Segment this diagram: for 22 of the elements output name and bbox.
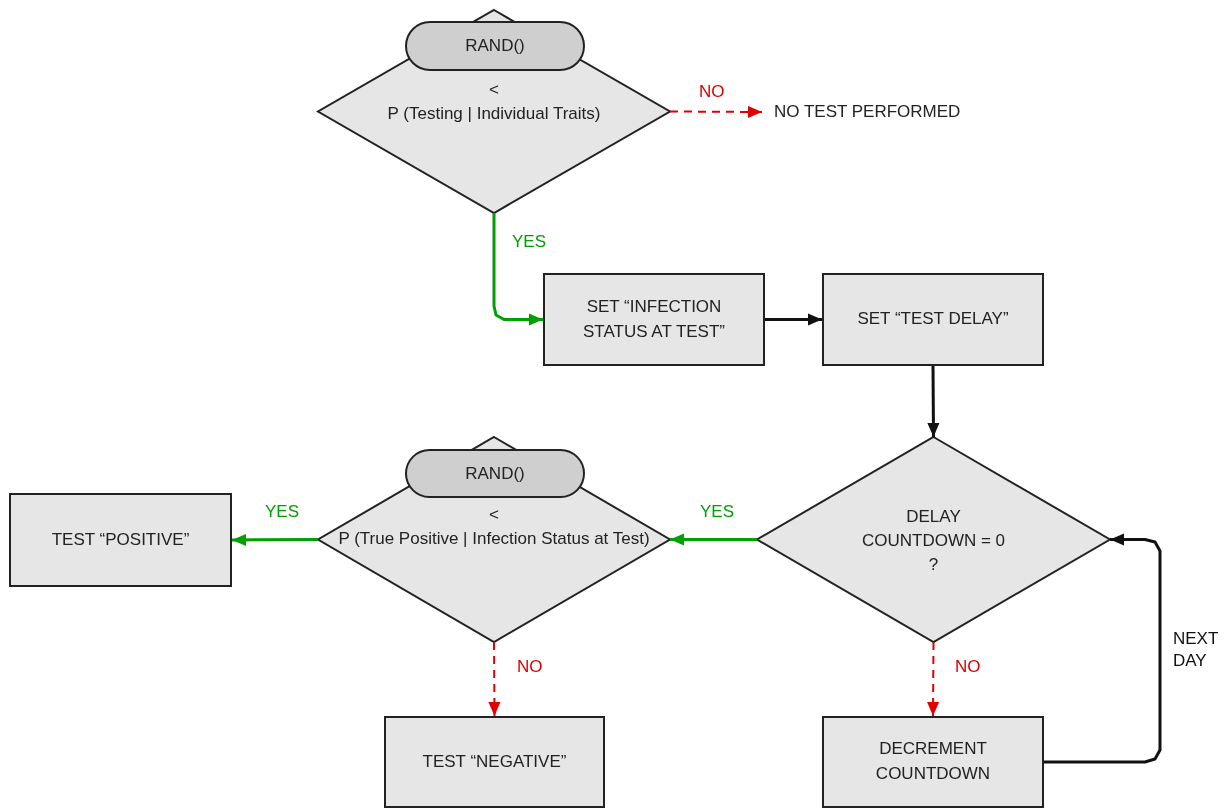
arrow: [927, 366, 940, 437]
condition-text: P (True Positive | Infection Status at Test): [337, 527, 651, 550]
arrow: [765, 313, 822, 326]
terminator-pill: RAND(): [405, 21, 585, 71]
condition-text: <: [488, 79, 500, 101]
arrow: [670, 533, 757, 546]
arrow: [492, 213, 543, 326]
process-box: DECREMENT COUNTDOWN: [822, 716, 1044, 808]
condition-text: P (Testing | Individual Traits): [386, 102, 602, 125]
arrow: [669, 105, 763, 118]
condition-text: DELAY COUNTDOWN = 0 ?: [860, 506, 1007, 576]
process-box: SET “INFECTION STATUS AT TEST”: [543, 273, 765, 366]
process-box: SET “TEST DELAY”: [822, 273, 1044, 366]
arrow: [927, 641, 940, 717]
process-box: TEST “NEGATIVE”: [384, 716, 605, 808]
outcome-text: NO TEST PERFORMED: [774, 100, 994, 124]
arrow: [488, 641, 501, 717]
arrow: [1044, 533, 1162, 764]
terminator-pill: RAND(): [405, 449, 585, 498]
process-box: TEST “POSITIVE”: [9, 493, 232, 587]
condition-text: <: [488, 504, 500, 526]
arrow: [232, 533, 318, 546]
